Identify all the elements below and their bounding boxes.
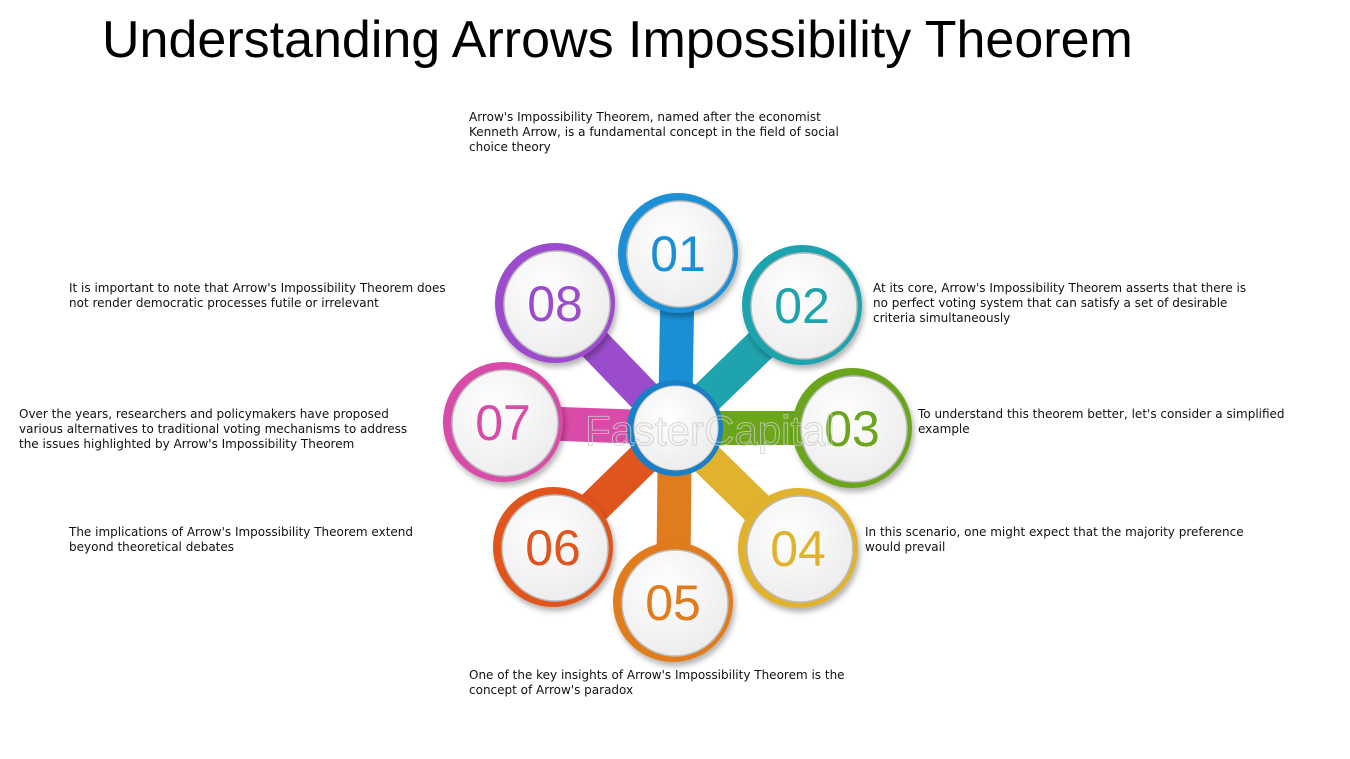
step-number-04: 04 bbox=[770, 521, 826, 577]
circle-face-07 bbox=[451, 369, 559, 477]
circle-face-06 bbox=[501, 494, 609, 602]
step-number-06: 06 bbox=[525, 520, 581, 576]
circle-face-04 bbox=[746, 495, 854, 603]
step-number-01: 01 bbox=[650, 226, 706, 282]
note-08: It is important to note that Arrow's Imp… bbox=[69, 281, 446, 310]
note-05: One of the key insights of Arrow's Impos… bbox=[469, 668, 845, 697]
note-03: To understand this theorem better, let's… bbox=[918, 407, 1285, 436]
circle-face-02 bbox=[750, 252, 858, 360]
circle-face-03 bbox=[800, 375, 908, 483]
center-circle bbox=[633, 385, 719, 471]
step-number-02: 02 bbox=[774, 278, 830, 334]
step-number-08: 08 bbox=[527, 276, 583, 332]
circle-face-05 bbox=[621, 549, 729, 657]
page-title: Understanding Arrows Impossibility Theor… bbox=[102, 11, 1133, 69]
note-06: The implications of Arrow's Impossibilit… bbox=[69, 525, 414, 554]
circle-face-01 bbox=[626, 200, 734, 308]
note-02: At its core, Arrow's Impossibility Theor… bbox=[873, 281, 1247, 325]
circle-face-08 bbox=[503, 250, 611, 358]
note-01: Arrow's Impossibility Theorem, named aft… bbox=[469, 110, 839, 154]
watermark-logo: FasterCapital bbox=[585, 407, 835, 454]
step-number-05: 05 bbox=[645, 575, 701, 631]
note-04: In this scenario, one might expect that … bbox=[865, 525, 1244, 554]
note-07: Over the years, researchers and policyma… bbox=[19, 407, 408, 451]
step-number-07: 07 bbox=[475, 395, 531, 451]
step-number-03: 03 bbox=[824, 401, 880, 457]
